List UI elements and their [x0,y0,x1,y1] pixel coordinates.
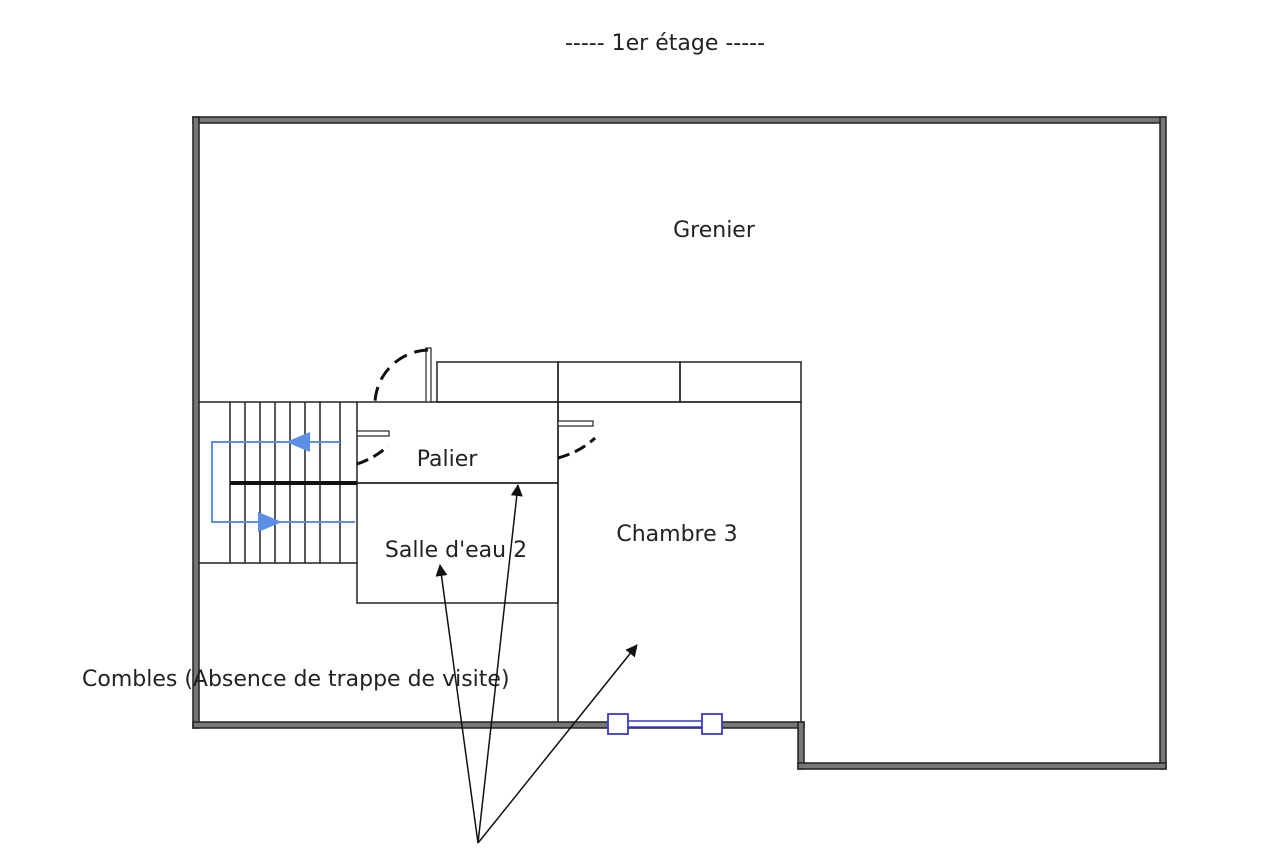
door-salle-eau [356,430,390,466]
window [607,713,723,735]
closet-box [679,361,802,403]
hatched-closet [436,361,559,403]
arrow-to-palier [477,484,523,844]
arrow-right-icon [258,512,282,532]
room-label-chambre-3: Chambre 3 [616,522,737,547]
room-label-grenier: Grenier [673,218,756,243]
closet-box [557,361,681,403]
door-palier [373,347,432,403]
room-label-palier: Palier [417,447,479,472]
room-label-combles: Combles (Absence de trappe de visite) [82,667,510,692]
arrow-left-icon [286,432,310,452]
arrow-to-chambre [477,644,638,844]
stair-direction-line [211,441,355,523]
room-label-salle-eau-2: Salle d'eau 2 [385,538,527,563]
exterior-walls [192,116,1167,770]
annotation-arrows [435,484,638,844]
room-chambre-3 [557,401,802,726]
door-chambre [557,420,597,460]
arrow-to-salle-eau [435,564,479,844]
staircase [197,401,357,564]
floor-title: ----- 1er étage ----- [565,31,765,56]
